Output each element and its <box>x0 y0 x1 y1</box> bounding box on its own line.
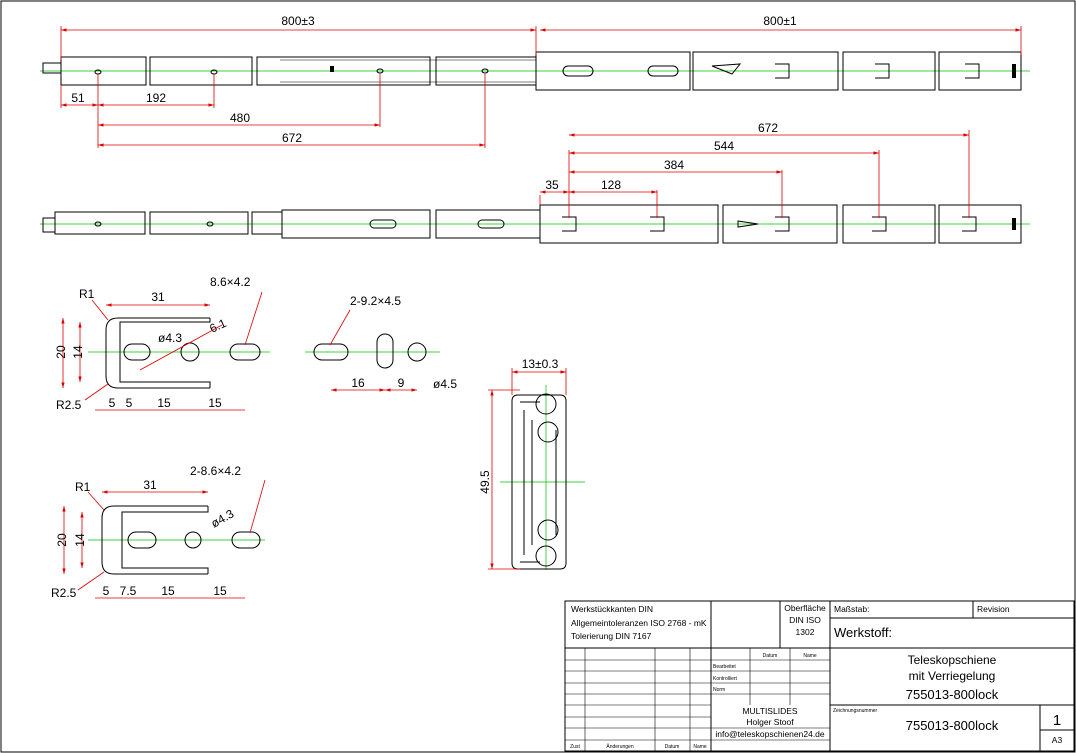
d2-hole: ø4.5 <box>433 377 457 391</box>
d3-75: 7.5 <box>120 584 137 598</box>
d2-16: 16 <box>351 376 365 390</box>
detail-3: 31 R1 20 14 ø4.3 2-8.6×4.2 R2.5 5 7.5 15… <box>51 464 266 600</box>
d2-9: 9 <box>398 376 405 390</box>
slide-middle-view <box>40 204 1030 244</box>
dim-192: 192 <box>146 91 166 105</box>
d1-31: 31 <box>151 290 165 304</box>
tb-title-1: Teleskopschiene <box>908 653 997 667</box>
d3-14: 14 <box>73 533 87 547</box>
d3-31: 31 <box>143 478 157 492</box>
d1-5a: 5 <box>109 396 116 410</box>
top-dimensions: 800±3 800±1 51 192 480 672 <box>60 14 1022 148</box>
profile-section: 13±0.3 49.5 <box>478 357 585 570</box>
dim-544: 544 <box>714 139 734 153</box>
profile-height: 49.5 <box>478 470 492 494</box>
dim-800-1: 800±1 <box>763 14 797 28</box>
tb-col-datum: Datum <box>763 653 778 659</box>
dim-672-mid: 672 <box>758 121 778 135</box>
dim-51: 51 <box>71 91 85 105</box>
tb-company-3: info@teleskopschienen24.de <box>715 729 825 739</box>
tb-title-2: mit Verriegelung <box>909 669 996 683</box>
middle-dimensions: 672 544 384 35 128 <box>539 121 970 218</box>
tb-title-3: 755013-800lock <box>906 687 999 702</box>
tb-surface-3: 1302 <box>796 627 815 637</box>
d1-14: 14 <box>71 345 85 359</box>
tb-footer-3: Datum <box>665 744 680 750</box>
d2-slot: 2-9.2×4.5 <box>350 294 401 308</box>
tb-footer-1: Zust <box>570 744 580 750</box>
tb-footer-2: Änderungen <box>606 743 633 750</box>
tb-row-3: Norm <box>713 687 725 693</box>
tb-format: A3 <box>1052 735 1063 745</box>
tb-scale-label: Maßstab: <box>834 604 869 614</box>
dim-480: 480 <box>230 111 250 125</box>
d3-15a: 15 <box>161 584 175 598</box>
tb-drawing-number-label: Zeichnungsnummer <box>833 708 878 714</box>
d1-r25: R2.5 <box>56 398 82 412</box>
dim-672: 672 <box>282 131 302 145</box>
d1-hole: ø4.3 <box>158 331 182 345</box>
tb-note-1: Werkstückkanten DIN <box>571 604 653 614</box>
tb-surface-1: Oberfläche <box>784 603 826 613</box>
d1-slot: 8.6×4.2 <box>210 275 251 289</box>
d1-r1: R1 <box>79 287 95 301</box>
d1-61: 6.1 <box>207 316 228 336</box>
profile-width: 13±0.3 <box>522 357 559 371</box>
slide-top-view <box>40 51 1030 91</box>
dim-384: 384 <box>664 158 684 172</box>
detail-2: 2-9.2×4.5 16 9 ø4.5 <box>305 294 457 392</box>
tb-note-3: Tolerierung DIN 7167 <box>571 631 652 641</box>
detail-1: 31 R1 20 14 ø4.3 6.1 8.6×4.2 R2.5 5 5 15… <box>54 275 270 412</box>
tb-col-name: Name <box>803 653 817 659</box>
tb-footer-4: Name <box>693 744 707 750</box>
d3-r25: R2.5 <box>51 586 77 600</box>
tb-sheet: 1 <box>1053 712 1061 729</box>
d1-20: 20 <box>54 345 68 359</box>
tb-drawing-number: 755013-800lock <box>906 718 999 733</box>
d1-15a: 15 <box>157 396 171 410</box>
tb-material-label: Werkstoff: <box>834 625 892 640</box>
d1-5b: 5 <box>126 396 133 410</box>
d3-slot: 2-8.6×4.2 <box>190 464 241 478</box>
d3-5: 5 <box>103 584 110 598</box>
d3-15b: 15 <box>213 584 227 598</box>
d3-hole: ø4.3 <box>209 506 237 530</box>
d1-15b: 15 <box>208 396 222 410</box>
tb-row-2: Kontrolliert <box>713 676 738 682</box>
dim-800-3: 800±3 <box>281 14 315 28</box>
tb-revision-label: Revision <box>977 604 1010 614</box>
d3-r1: R1 <box>75 480 91 494</box>
tb-company-2: Holger Stoof <box>746 717 794 727</box>
dim-35: 35 <box>545 178 559 192</box>
title-block: Werkstückkanten DIN Allgemeintoleranzen … <box>564 600 1075 752</box>
d3-20: 20 <box>55 533 69 547</box>
tb-surface-2: DIN ISO <box>789 615 821 625</box>
tb-note-2: Allgemeintoleranzen ISO 2768 - mK <box>571 618 707 628</box>
dim-128: 128 <box>601 178 621 192</box>
tb-company-1: MULTISLIDES <box>742 706 797 716</box>
tb-row-1: Bearbeitet <box>713 664 736 670</box>
